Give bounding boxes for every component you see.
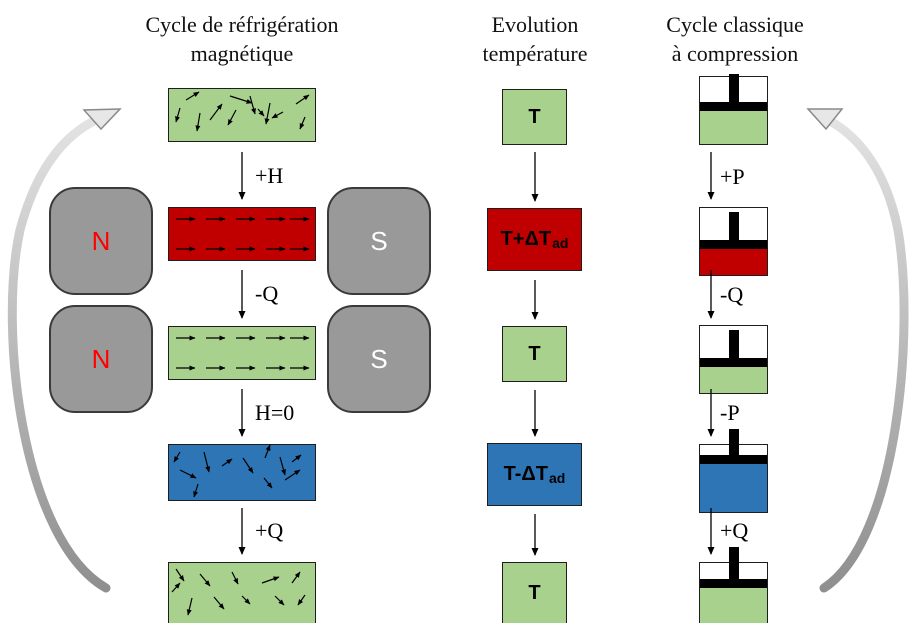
step-label-heat-release: -Q <box>255 281 279 306</box>
random-spin-arrow <box>271 111 284 119</box>
magnet-south-top: S <box>327 187 431 295</box>
heading-classic-line1: Cycle classique <box>666 12 804 37</box>
random-spin-arrow <box>274 595 285 606</box>
magnet-north-label: N <box>91 343 111 374</box>
heading-classic-line2: à compression <box>671 41 799 66</box>
step-label-demagnetize: H=0 <box>255 400 295 425</box>
cycle-arrow-right <box>806 108 909 593</box>
temperature-label: T-ΔT <box>503 463 549 485</box>
random-spin-arrow <box>171 582 181 593</box>
random-spin-arrow <box>199 573 211 587</box>
piston-final <box>699 547 768 623</box>
heading-temperature-line2: température <box>482 41 588 66</box>
temperature-label: T <box>528 342 541 365</box>
temperature-subscript: ad <box>552 234 569 251</box>
heading-temperature-evolution: Evolution température <box>460 10 610 68</box>
random-spin-arrow <box>241 595 251 605</box>
piston-expanded-cold <box>699 429 768 513</box>
random-spin-arrow <box>209 103 223 121</box>
random-spin-arrow <box>249 95 256 115</box>
random-spin-arrow <box>295 94 310 105</box>
random-spin-arrow <box>263 477 273 489</box>
random-spin-arrow <box>175 107 181 123</box>
step-label-compress: +P <box>720 164 745 189</box>
magnet-north-bottom: N <box>49 305 153 413</box>
random-spin-arrow <box>221 458 233 467</box>
temperature-block-5: T <box>502 562 567 623</box>
material-block-disordered-ambient-top <box>168 88 316 142</box>
material-block-disordered-cooled <box>168 444 316 501</box>
heading-magnetic-line2: magnétique <box>190 41 294 66</box>
random-spin-arrow <box>195 112 201 132</box>
random-spin-arrow <box>297 594 306 606</box>
random-spin-arrow <box>213 596 225 610</box>
random-spin-arrow <box>227 109 237 126</box>
random-spin-arrow <box>261 576 280 584</box>
temperature-subscript: ad <box>549 469 566 486</box>
piston-compressed-ambient <box>699 325 768 394</box>
random-spin-arrow <box>299 116 306 130</box>
random-spin-arrow <box>257 108 265 117</box>
random-spin-arrow <box>284 469 301 481</box>
random-spin-arrow <box>264 102 271 125</box>
random-spin-arrow <box>231 571 239 585</box>
heading-magnetic-line1: Cycle de réfrigération <box>145 12 339 37</box>
random-spin-arrow <box>173 451 181 463</box>
material-block-disordered-ambient-bottom <box>168 562 316 623</box>
random-spin-arrow <box>175 568 185 582</box>
step-label-heat-absorb: +Q <box>255 518 284 543</box>
random-spin-arrow <box>291 571 301 584</box>
step-label-absorb: +Q <box>720 518 749 543</box>
temperature-block-1: T <box>502 89 567 145</box>
random-spin-arrow <box>291 454 302 463</box>
material-block-aligned-heated <box>168 207 316 261</box>
material-block-aligned-ambient <box>168 326 316 380</box>
step-label-magnetize: +H <box>255 163 284 188</box>
heading-classic-cycle: Cycle classique à compression <box>640 10 830 68</box>
cycle-arrow-left <box>7 108 122 593</box>
magnet-south-bottom: S <box>327 305 431 413</box>
magnet-north-top: N <box>49 187 153 295</box>
step-label-cool: -Q <box>720 282 744 307</box>
magnet-south-label: S <box>370 343 388 374</box>
piston-initial <box>699 74 768 145</box>
step-label-expand: -P <box>720 400 740 425</box>
random-spin-arrow <box>185 91 200 101</box>
heading-magnetic-cycle: Cycle de réfrigération magnétique <box>106 10 378 68</box>
piston-compressed-hot <box>699 207 768 276</box>
random-spin-arrow <box>186 597 193 616</box>
random-spin-arrow <box>203 451 211 473</box>
random-spin-arrow <box>193 483 199 498</box>
temperature-label: T <box>528 105 541 128</box>
random-spin-arrow <box>264 444 271 459</box>
random-spin-arrow <box>242 457 254 474</box>
random-spin-arrow <box>179 469 197 479</box>
temperature-label: T+ΔT <box>500 228 552 250</box>
random-spin-arrow <box>279 456 286 476</box>
random-spin-arrow <box>229 95 253 104</box>
magnet-north-label: N <box>91 225 111 256</box>
magnet-south-label: S <box>370 225 388 256</box>
temperature-label: T <box>528 581 541 604</box>
heading-temperature-line1: Evolution <box>491 12 579 37</box>
temperature-block-3: T <box>502 326 567 382</box>
